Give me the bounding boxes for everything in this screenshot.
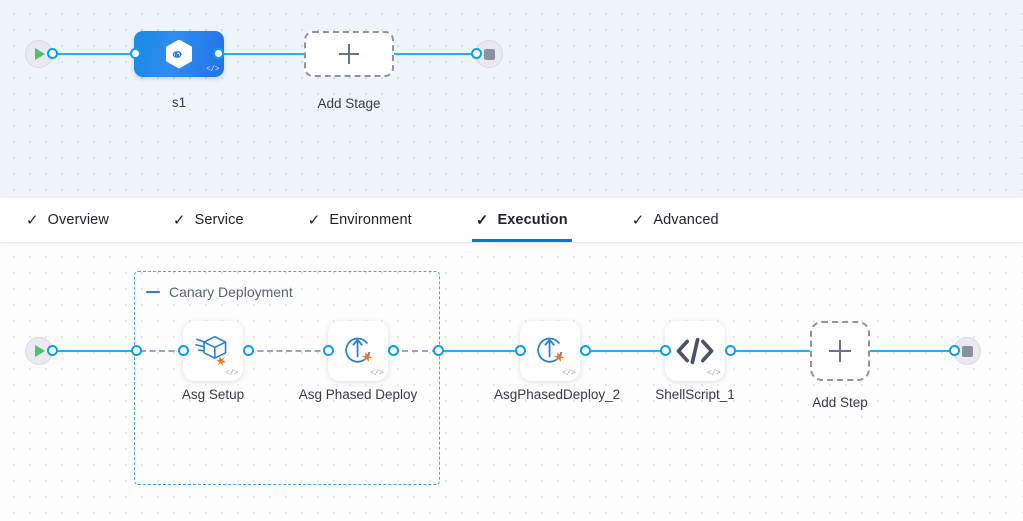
check-icon: ✓ (475, 211, 489, 229)
exec-start-port[interactable] (47, 345, 58, 356)
stage-s1-label: s1 (171, 95, 187, 110)
plus-icon (829, 340, 851, 362)
exec-edge-add-to-end (870, 350, 958, 352)
shell-script-code-icon (676, 337, 714, 365)
stage-s1-out-port[interactable] (213, 48, 224, 59)
exec-edge-group-in-to-asg-setup (140, 350, 184, 352)
step-code-badge: </> (562, 369, 575, 378)
tab-overview[interactable]: ✓ Overview (22, 198, 113, 242)
harness-cd-hexagon-icon (166, 39, 192, 69)
exec-asg-phased-in-port[interactable] (323, 345, 334, 356)
step-group-canary-deployment[interactable] (134, 271, 440, 485)
stage-edge-start-to-s1 (52, 53, 142, 55)
exec-edge-deploy2-to-shell (588, 350, 668, 352)
stage-edge-s1-to-add (218, 53, 310, 55)
stage-code-badge: </> (206, 65, 219, 74)
check-icon: ✓ (631, 211, 645, 229)
step-label-asg-setup: Asg Setup (181, 387, 245, 402)
asg-phased-deploy-icon (345, 337, 373, 363)
step-label-shellscript-1: ShellScript_1 (655, 387, 735, 402)
exec-deploy2-in-port[interactable] (515, 345, 526, 356)
exec-asg-setup-out-port[interactable] (243, 345, 254, 356)
tab-service-label: Service (194, 212, 244, 228)
step-code-badge: </> (707, 369, 720, 378)
stop-icon (961, 345, 973, 357)
exec-asg-setup-in-port[interactable] (178, 345, 189, 356)
add-step-label: Add Step (812, 395, 868, 410)
tab-environment-label: Environment (329, 212, 412, 228)
check-icon: ✓ (307, 211, 321, 229)
step-node-asg-phased-deploy[interactable]: </> (328, 321, 388, 381)
exec-end-node[interactable] (953, 337, 981, 365)
exec-deploy2-out-port[interactable] (580, 345, 591, 356)
step-label-asg-phased-deploy: Asg Phased Deploy (298, 387, 418, 402)
exec-edge-shell-to-add (730, 350, 810, 352)
play-icon (35, 345, 45, 357)
exec-shellscript-out-port[interactable] (725, 345, 736, 356)
exec-end-port[interactable] (949, 345, 960, 356)
tab-service[interactable]: ✓ Service (169, 198, 248, 242)
step-node-asg-setup[interactable]: </> (183, 321, 243, 381)
step-group-title: Canary Deployment (169, 284, 293, 300)
collapse-minus-icon[interactable] (146, 291, 160, 293)
check-icon: ✓ (26, 211, 39, 229)
execution-canvas[interactable]: Canary Deployment (0, 243, 1023, 521)
exec-group-in-port[interactable] (131, 345, 142, 356)
add-step-button[interactable] (810, 321, 870, 381)
check-icon: ✓ (172, 211, 186, 229)
tab-overview-label: Overview (47, 212, 109, 228)
exec-edge-group-to-deploy2 (442, 350, 522, 352)
stop-icon (483, 48, 495, 60)
exec-group-out-port[interactable] (433, 345, 444, 356)
tab-advanced-label: Advanced (653, 212, 719, 228)
stage-node-s1[interactable]: </> (134, 31, 224, 77)
play-icon (35, 48, 45, 60)
tab-execution[interactable]: ✓ Execution (471, 198, 572, 242)
step-group-header[interactable]: Canary Deployment (146, 284, 293, 300)
asg-setup-cube-icon (195, 335, 227, 367)
stage-edge-add-to-end (388, 53, 480, 55)
plus-icon (339, 44, 359, 64)
step-node-shellscript-1[interactable]: </> (665, 321, 725, 381)
step-label-asgphaseddeploy-2: AsgPhasedDeploy_2 (494, 387, 621, 402)
stage-start-port[interactable] (47, 48, 58, 59)
exec-edge-phased-to-group-out (392, 350, 438, 352)
exec-edge-asg-setup-to-phased (248, 350, 330, 352)
stage-s1-in-port[interactable] (130, 48, 141, 59)
add-stage-button[interactable] (304, 31, 394, 77)
exec-shellscript-in-port[interactable] (660, 345, 671, 356)
asg-phased-deploy-icon (537, 337, 565, 363)
stage-config-tabs: ✓ Overview ✓ Service ✓ Environment ✓ Exe… (0, 198, 1023, 243)
add-stage-label: Add Stage (317, 96, 381, 111)
step-code-badge: </> (370, 369, 383, 378)
stage-end-port[interactable] (471, 48, 482, 59)
tab-advanced[interactable]: ✓ Advanced (628, 198, 723, 242)
step-code-badge: </> (225, 369, 238, 378)
exec-asg-phased-out-port[interactable] (388, 345, 399, 356)
exec-edge-start-to-group (52, 350, 138, 352)
tab-execution-label: Execution (497, 212, 568, 228)
stage-canvas[interactable]: </> s1 Add Stage (0, 0, 1023, 198)
tab-environment[interactable]: ✓ Environment (304, 198, 416, 242)
step-node-asgphaseddeploy-2[interactable]: </> (520, 321, 580, 381)
